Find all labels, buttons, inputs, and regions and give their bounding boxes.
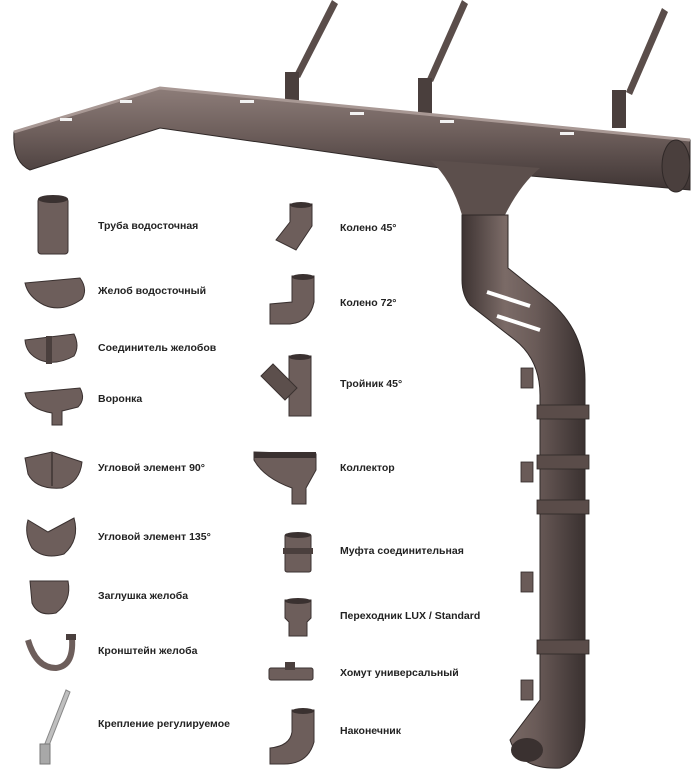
- part-collector: [250, 448, 330, 508]
- funnel: [430, 160, 540, 215]
- part-label-elbow-72: Колено 72°: [340, 297, 397, 309]
- coupling-icon: [283, 532, 313, 573]
- gutter-bracket-icon: [25, 634, 76, 672]
- gutter-icon: [24, 277, 86, 309]
- part-label-funnel: Воронка: [98, 393, 143, 405]
- roof-bracket-3: [612, 8, 668, 128]
- tee-45-icon: [260, 354, 312, 417]
- part-label-downpipe: Труба водосточная: [98, 220, 199, 232]
- part-elbow-72: [260, 272, 332, 330]
- part-gutter-bracket: [22, 632, 97, 674]
- adjustable-mount-icon: [39, 689, 71, 765]
- part-label-gutter-end-cap: Заглушка желоба: [98, 590, 189, 602]
- part-label-adjustable-mount: Крепление регулируемое: [98, 718, 230, 730]
- downpipe-icon: [37, 195, 69, 255]
- elbow-45-icon: [275, 202, 313, 251]
- part-label-adapter: Переходник LUX / Standard: [340, 610, 481, 622]
- corner-90-icon: [24, 451, 83, 489]
- part-gutter-connector: [22, 330, 97, 368]
- elbow-72-icon: [269, 274, 315, 325]
- outlet-end-icon: [269, 708, 315, 765]
- part-label-collector: Коллектор: [340, 462, 395, 474]
- part-adjustable-mount: [22, 688, 97, 766]
- gutter-end-cap-icon: [29, 580, 70, 615]
- adapter-icon: [284, 598, 312, 637]
- gutter-run: [13, 87, 691, 191]
- part-label-corner-135: Угловой элемент 135°: [98, 531, 211, 543]
- funnel-icon: [24, 387, 84, 426]
- corner-135-icon: [26, 517, 77, 557]
- part-label-coupling: Муфта соединительная: [340, 545, 464, 557]
- part-adapter: [275, 596, 325, 640]
- part-label-gutter: Желоб водосточный: [98, 285, 207, 297]
- part-coupling: [275, 530, 325, 576]
- collector-icon: [253, 451, 317, 505]
- part-tee-45: [255, 352, 335, 422]
- roof-bracket-1: [285, 0, 338, 104]
- part-label-corner-90: Угловой элемент 90°: [98, 462, 205, 474]
- part-label-tee-45: Тройник 45°: [340, 378, 403, 390]
- pipe-clamp-icon: [268, 662, 314, 681]
- part-pipe-clamp: [265, 660, 325, 686]
- part-corner-90: [22, 448, 97, 492]
- part-gutter-end-cap: [22, 577, 97, 619]
- part-label-elbow-45: Колено 45°: [340, 222, 397, 234]
- part-downpipe: [22, 195, 97, 257]
- gutter-connector-icon: [24, 333, 78, 364]
- part-funnel: [22, 385, 97, 427]
- downpipe: [461, 214, 586, 769]
- part-outlet-end: [262, 706, 332, 768]
- part-corner-135: [22, 512, 97, 562]
- part-gutter: [22, 275, 97, 313]
- part-label-outlet-end: Наконечник: [340, 725, 402, 737]
- part-label-gutter-connector: Соединитель желобов: [98, 342, 217, 354]
- part-label-pipe-clamp: Хомут универсальный: [340, 667, 459, 679]
- part-label-gutter-bracket: Кронштейн желоба: [98, 645, 198, 657]
- roof-bracket-2: [418, 0, 468, 114]
- part-elbow-45: [260, 200, 332, 256]
